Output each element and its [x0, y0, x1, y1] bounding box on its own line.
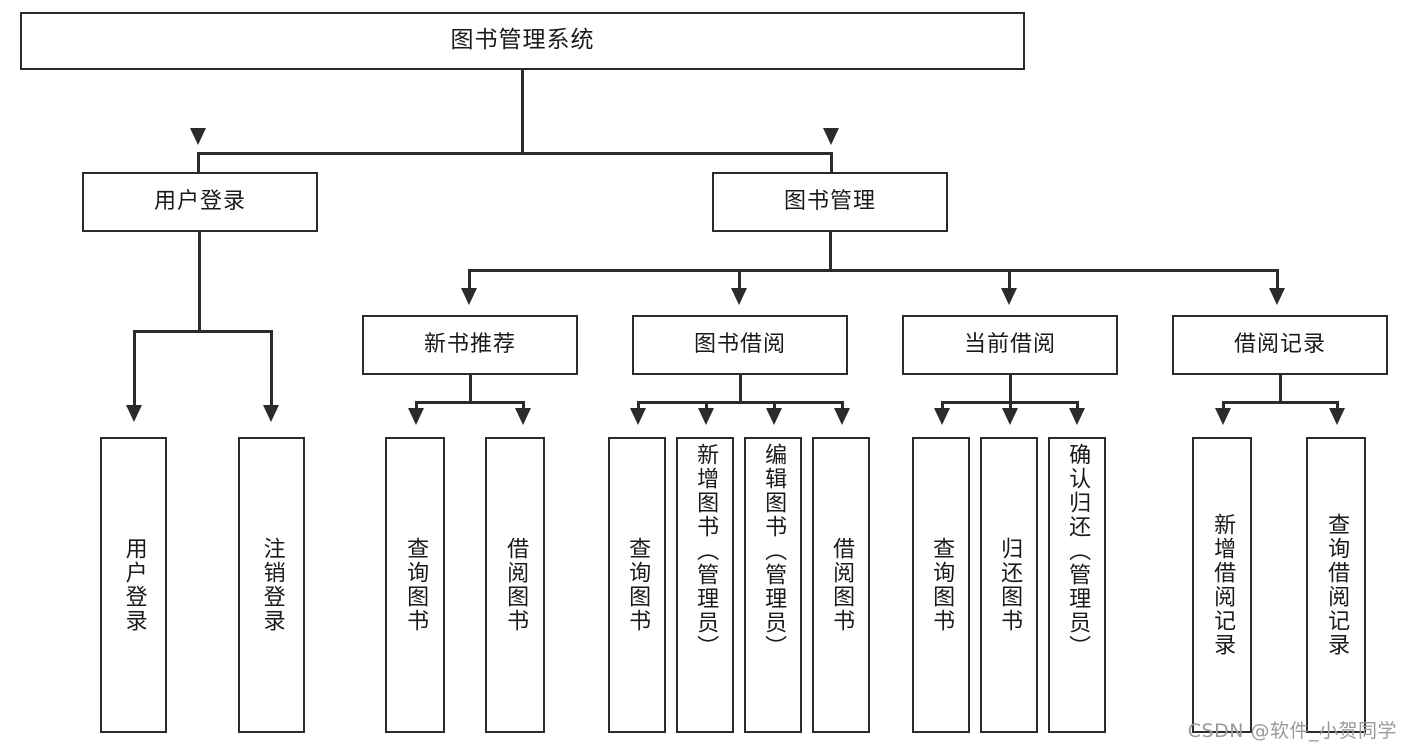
node-label: 当前借阅 — [963, 331, 1056, 357]
arrowhead-current-leaf-2 — [1002, 408, 1018, 425]
arrowhead-current-leaf-3 — [1069, 408, 1085, 425]
node-label: 借阅记录 — [1233, 331, 1326, 357]
leaf-add-book-admin[interactable]: 新增图书（管理员） — [676, 437, 734, 733]
node-new-book-recommend[interactable]: 新书推荐 — [362, 315, 578, 375]
node-label: 用户登录 — [121, 537, 147, 633]
leaf-borrow-book-newbook[interactable]: 借阅图书 — [485, 437, 545, 733]
connector-records-stem — [1279, 375, 1282, 403]
arrowhead-newbook-leaf-1 — [408, 408, 424, 425]
leaf-query-borrow-record[interactable]: 查询借阅记录 — [1306, 437, 1366, 733]
node-label: 查询借阅记录 — [1324, 513, 1350, 657]
node-label: 图书借阅 — [693, 331, 786, 357]
leaf-add-borrow-record[interactable]: 新增借阅记录 — [1192, 437, 1252, 733]
node-label: 查询图书 — [403, 537, 429, 633]
node-label: 确认归还（管理员） — [1065, 443, 1091, 659]
connector-login-drop-1 — [133, 330, 136, 408]
connector-current-drop-2 — [1009, 401, 1012, 411]
node-label: 新增图书（管理员） — [693, 443, 719, 659]
connector-current-drop-1 — [941, 401, 944, 411]
connector-newbook-drop-1 — [415, 401, 418, 411]
connector-bookmgmt-stem — [829, 232, 832, 271]
arrowhead-current-leaf-1 — [934, 408, 950, 425]
connector-login-stem — [198, 232, 201, 332]
leaf-logout[interactable]: 注销登录 — [238, 437, 305, 733]
connector-newbook-drop-2 — [522, 401, 525, 411]
connector-to-current-borrow — [1008, 269, 1011, 291]
leaf-user-login[interactable]: 用户登录 — [100, 437, 167, 733]
leaf-confirm-return-admin[interactable]: 确认归还（管理员） — [1048, 437, 1106, 733]
connector-borrow-drop-2 — [705, 401, 708, 411]
arrowhead-login-leaf-2 — [263, 405, 279, 422]
arrowhead-borrow-leaf-3 — [766, 408, 782, 425]
arrowhead-to-borrow-records — [1269, 288, 1285, 305]
connector-to-book-mgmt — [830, 152, 833, 174]
node-label: 借阅图书 — [829, 537, 855, 633]
node-book-borrow[interactable]: 图书借阅 — [632, 315, 848, 375]
node-user-login[interactable]: 用户登录 — [82, 172, 318, 232]
connector-newbook-bus — [415, 401, 525, 404]
leaf-query-book-borrow[interactable]: 查询图书 — [608, 437, 666, 733]
connector-bookmgmt-bus — [468, 269, 1279, 272]
node-label: 编辑图书（管理员） — [761, 443, 787, 659]
connector-borrow-drop-4 — [841, 401, 844, 411]
connector-login-bus — [133, 330, 272, 333]
arrowhead-to-user-login — [190, 128, 206, 145]
arrowhead-records-leaf-1 — [1215, 408, 1231, 425]
arrowhead-to-book-mgmt — [823, 128, 839, 145]
connector-borrow-stem — [739, 375, 742, 403]
leaf-edit-book-admin[interactable]: 编辑图书（管理员） — [744, 437, 802, 733]
node-label: 用户登录 — [153, 188, 246, 214]
arrowhead-borrow-leaf-4 — [834, 408, 850, 425]
node-label: 图书管理系统 — [450, 27, 595, 54]
connector-records-bus — [1222, 401, 1339, 404]
connector-newbook-stem — [469, 375, 472, 403]
connector-records-drop-1 — [1222, 401, 1225, 411]
arrowhead-to-new-book — [461, 288, 477, 305]
node-label: 图书管理 — [783, 188, 876, 214]
leaf-query-book-current[interactable]: 查询图书 — [912, 437, 970, 733]
connector-root-stem — [521, 70, 524, 154]
node-label: 新书推荐 — [423, 331, 516, 357]
node-borrow-records[interactable]: 借阅记录 — [1172, 315, 1388, 375]
connector-borrow-bus — [637, 401, 842, 404]
node-label: 查询图书 — [929, 537, 955, 633]
connector-to-user-login — [197, 152, 200, 174]
node-label: 注销登录 — [259, 537, 285, 633]
arrowhead-borrow-leaf-1 — [630, 408, 646, 425]
arrowhead-borrow-leaf-2 — [698, 408, 714, 425]
connector-current-drop-3 — [1076, 401, 1079, 411]
arrowhead-newbook-leaf-2 — [515, 408, 531, 425]
arrowhead-login-leaf-1 — [126, 405, 142, 422]
node-label: 借阅图书 — [503, 537, 529, 633]
node-current-borrow[interactable]: 当前借阅 — [902, 315, 1118, 375]
connector-root-bus — [197, 152, 833, 155]
connector-current-stem — [1009, 375, 1012, 403]
leaf-query-book-newbook[interactable]: 查询图书 — [385, 437, 445, 733]
arrowhead-records-leaf-2 — [1329, 408, 1345, 425]
node-root-system[interactable]: 图书管理系统 — [20, 12, 1025, 70]
connector-to-borrow-records — [1276, 269, 1279, 291]
leaf-return-book[interactable]: 归还图书 — [980, 437, 1038, 733]
node-label: 查询图书 — [625, 537, 651, 633]
arrowhead-to-current-borrow — [1001, 288, 1017, 305]
connector-borrow-drop-1 — [637, 401, 640, 411]
connector-to-new-book — [468, 269, 471, 291]
csdn-watermark: CSDN @软件_小贺同学 — [1187, 720, 1397, 742]
connector-borrow-drop-3 — [773, 401, 776, 411]
node-label: 新增借阅记录 — [1210, 513, 1236, 657]
node-label: 归还图书 — [997, 537, 1023, 633]
node-book-management[interactable]: 图书管理 — [712, 172, 948, 232]
arrowhead-to-book-borrow — [731, 288, 747, 305]
connector-to-book-borrow — [738, 269, 741, 291]
connector-records-drop-2 — [1336, 401, 1339, 411]
connector-login-drop-2 — [270, 330, 273, 408]
leaf-borrow-book[interactable]: 借阅图书 — [812, 437, 870, 733]
